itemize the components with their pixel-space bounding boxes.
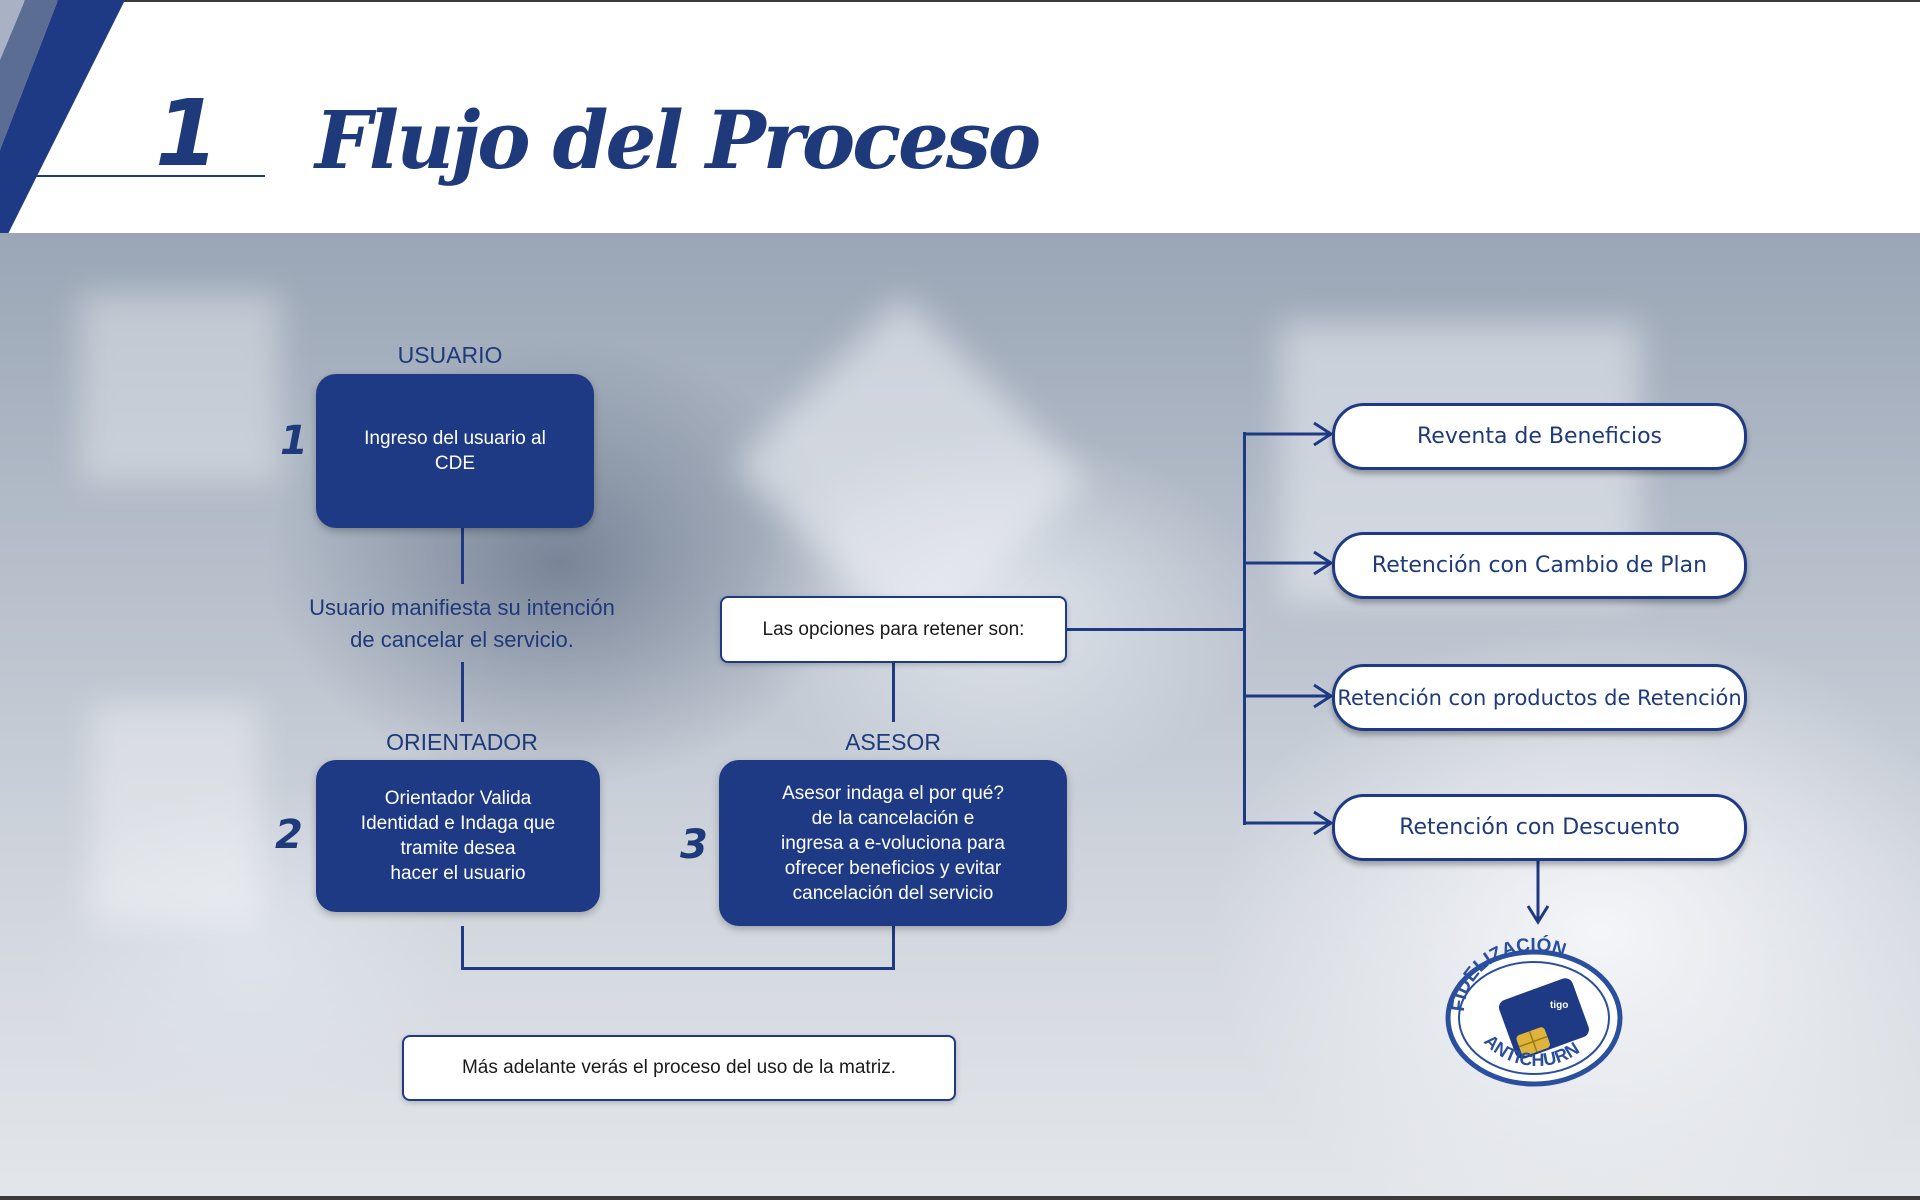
section-number: 1 bbox=[155, 80, 220, 187]
role-label-usuario: USUARIO bbox=[397, 342, 503, 368]
connector-line bbox=[1065, 628, 1245, 631]
role-label-orientador: ORIENTADOR bbox=[386, 729, 538, 755]
connector-line bbox=[461, 926, 464, 970]
options-label-box: Las opciones para retener son: bbox=[720, 596, 1067, 663]
bg-blur-shape bbox=[90, 703, 260, 923]
page-title: Flujo del Proceso bbox=[315, 93, 1041, 187]
svg-text:tigo: tigo bbox=[1550, 1000, 1568, 1011]
title-row: 1 Flujo del Proceso bbox=[155, 70, 1041, 187]
bottom-divider bbox=[0, 1196, 1920, 1200]
footer-note: Más adelante verás el proceso del uso de… bbox=[402, 1035, 956, 1101]
step-number-2: 2 bbox=[275, 812, 303, 858]
title-underline bbox=[0, 175, 265, 177]
step-number-3: 3 bbox=[680, 822, 708, 868]
option-productos-retencion: Retención con productos de Retención bbox=[1332, 664, 1747, 731]
step-box-asesor: Asesor indaga el por qué? de la cancelac… bbox=[719, 760, 1067, 926]
bg-blur-shape bbox=[80, 293, 280, 483]
fidelizacion-antichurn-seal-icon: tigo FIDELIZACIÓN ANTICHURN bbox=[1445, 934, 1623, 1087]
corner-stripe-decoration bbox=[0, 0, 125, 240]
option-cambio-plan: Retención con Cambio de Plan bbox=[1332, 532, 1747, 599]
header: 1 Flujo del Proceso bbox=[0, 0, 1920, 240]
step-box-ingreso: Ingreso del usuario al CDE bbox=[316, 374, 594, 528]
step-box-orientador: Orientador Valida Identidad e Indaga que… bbox=[316, 760, 600, 912]
connector-line bbox=[892, 926, 895, 970]
role-label-asesor: ASESOR bbox=[845, 729, 941, 755]
connector-line bbox=[461, 528, 464, 584]
connector-line bbox=[461, 967, 895, 970]
option-descuento: Retención con Descuento bbox=[1332, 794, 1747, 861]
step-number-1: 1 bbox=[280, 418, 308, 464]
option-reventa-beneficios: Reventa de Beneficios bbox=[1332, 403, 1747, 470]
top-divider bbox=[0, 0, 1920, 2]
connector-line bbox=[461, 662, 464, 722]
intention-note: Usuario manifiesta su intención de cance… bbox=[309, 595, 615, 652]
connector-line bbox=[1243, 432, 1246, 825]
connector-line bbox=[892, 662, 895, 722]
